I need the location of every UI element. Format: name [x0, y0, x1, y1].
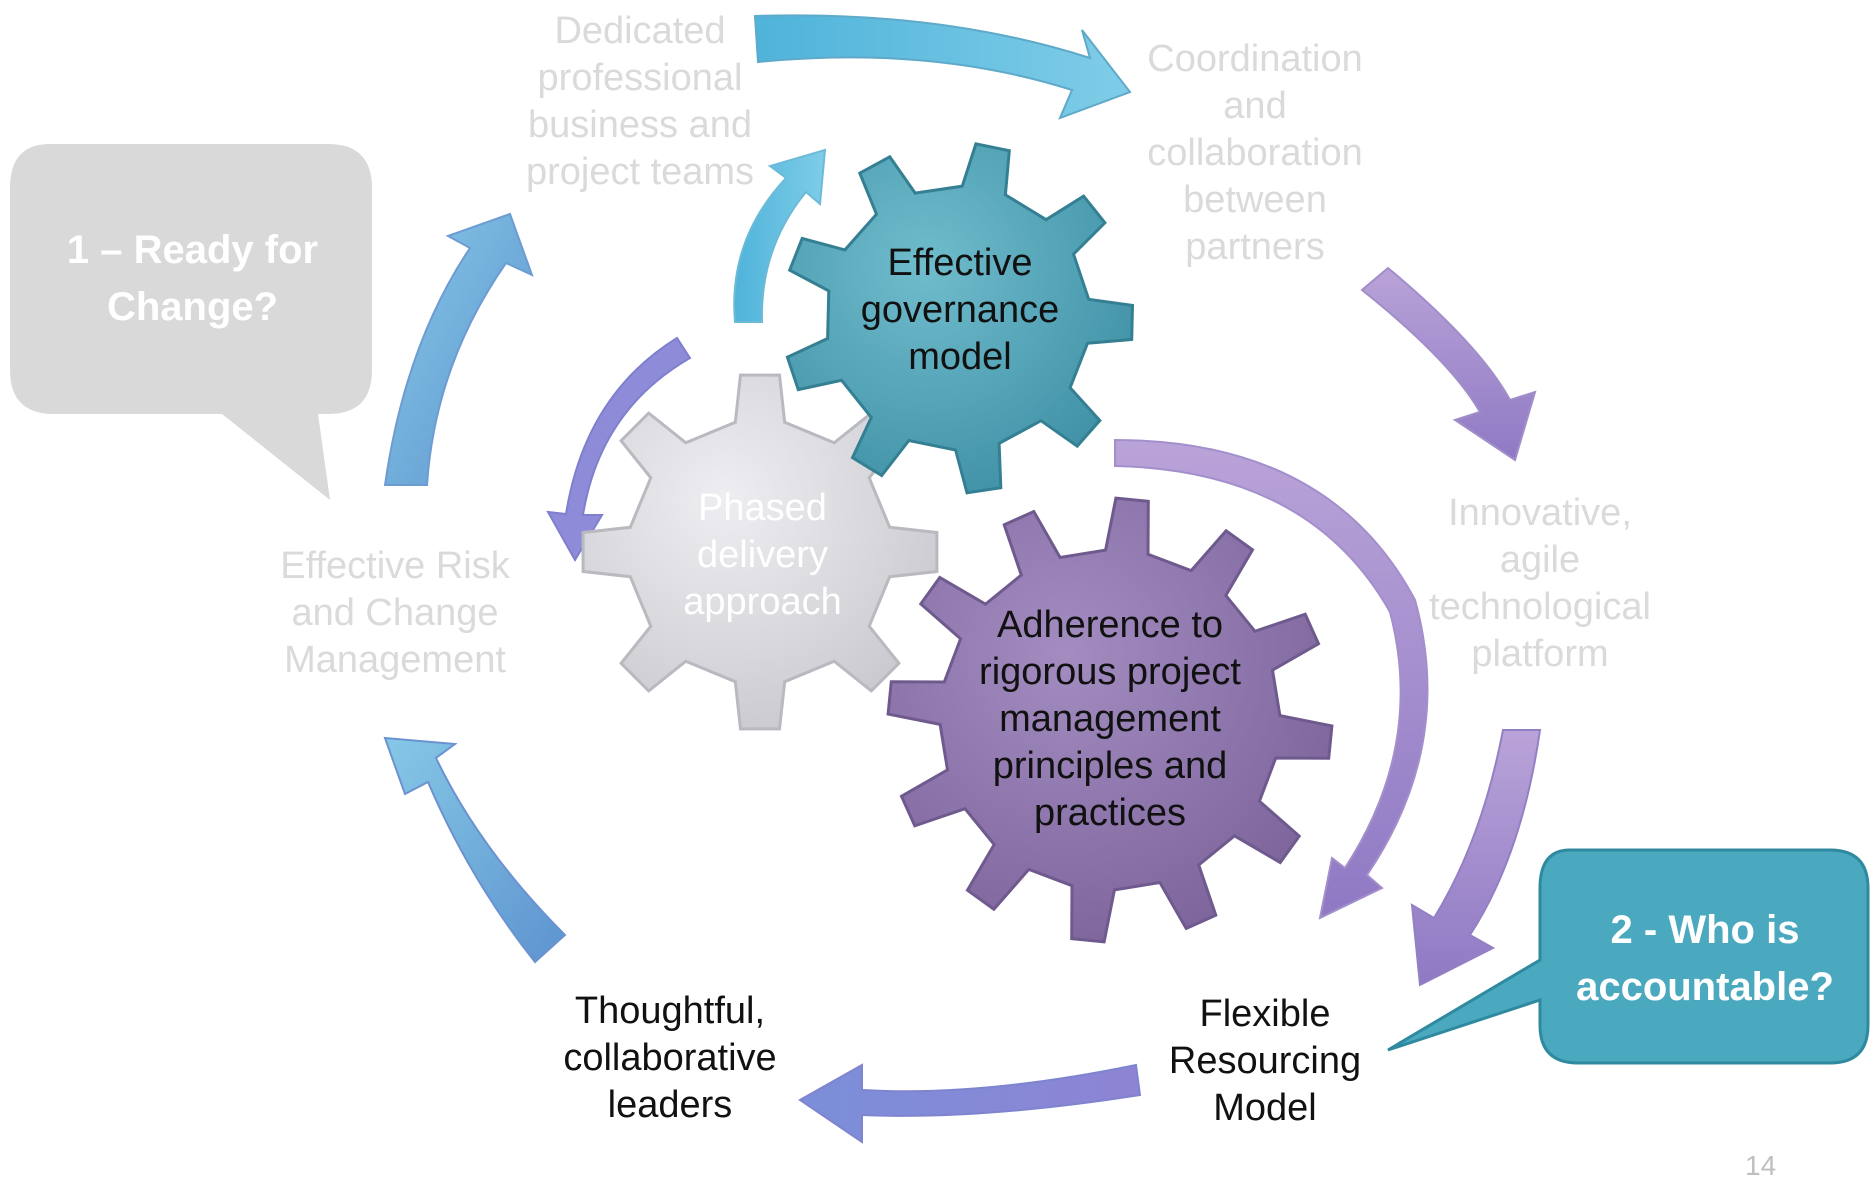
node-risk-management: Effective Risk and Change Management — [280, 545, 510, 681]
gear-adherence-body — [886, 496, 1334, 944]
arrow-right — [1410, 729, 1542, 987]
node-flexible-resourcing: Flexible Resourcing Model — [1168, 993, 1362, 1129]
callout-accountable-bubble — [1387, 848, 1870, 1065]
callout-ready-bubble — [10, 144, 372, 500]
gear-governance-body — [785, 142, 1135, 495]
callout-accountable-text: 2 - Who is accountable? — [1576, 908, 1834, 1009]
inner-arrows — [546, 148, 1429, 920]
gear-governance — [785, 142, 1135, 495]
gear-governance-label: Effective governance model — [860, 242, 1060, 378]
arrow-top — [753, 14, 1132, 120]
arrow-lower-left — [383, 736, 567, 964]
node-innovative: Innovative, agile technological platform — [1429, 492, 1651, 675]
inner-arrow-violet — [546, 336, 692, 562]
callout-ready-text: 1 – Ready for Change? — [66, 228, 319, 329]
inner-arrow-purple — [1114, 438, 1429, 920]
arrow-bottom — [798, 1063, 1142, 1144]
arrow-left — [383, 212, 534, 486]
gear-adherence — [886, 496, 1334, 944]
node-dedicated-teams: Dedicated professional business and proj… — [525, 10, 755, 193]
page-number: 14 — [1745, 1150, 1777, 1181]
node-leaders: Thoughtful, collaborative leaders — [563, 990, 777, 1126]
arrow-upper-right — [1360, 266, 1537, 462]
node-coordination: Coordination and collaboration between p… — [1147, 38, 1363, 268]
gear-adherence-label: Adherence to rigorous project management… — [979, 604, 1241, 834]
gear-phased-label: Phased delivery approach — [683, 487, 842, 623]
inner-arrow-teal — [733, 148, 827, 323]
outer-arrows — [383, 14, 1542, 1144]
